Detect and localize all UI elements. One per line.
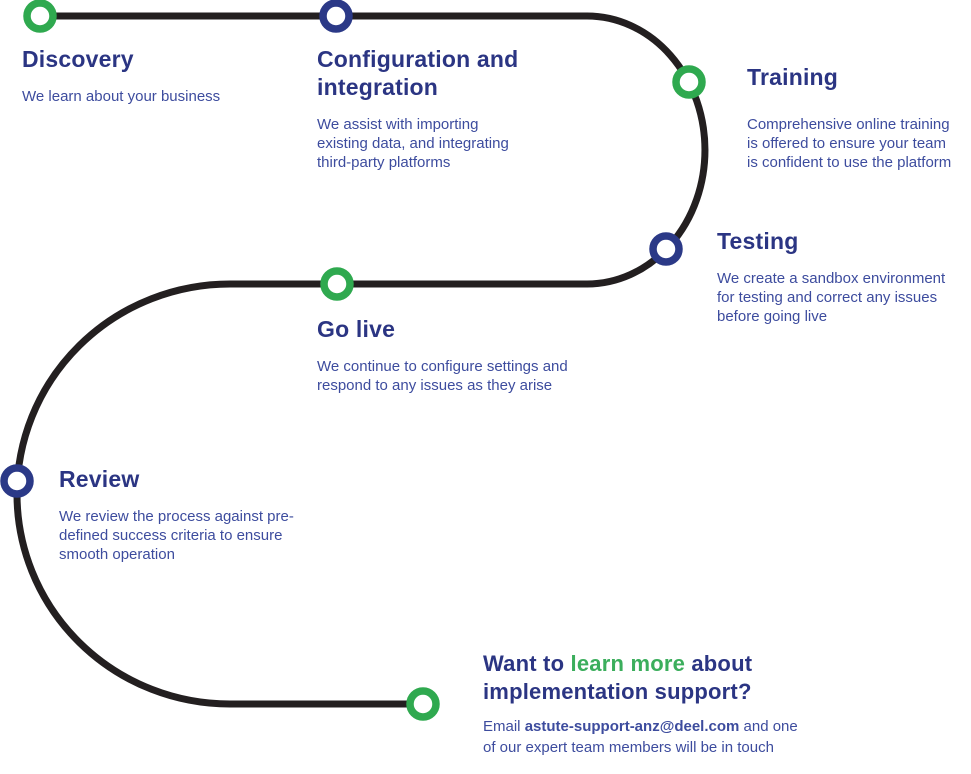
step-testing-title: Testing [717, 228, 799, 254]
step-discovery: Discovery We learn about your business [22, 45, 277, 106]
cta-email: astute-support-anz@deel.com [524, 718, 740, 735]
cta-block: Want to learn more about implementation … [483, 650, 843, 758]
step-configuration: Configuration and integration We assist … [317, 45, 562, 172]
node-discovery-icon [23, 0, 57, 33]
cta-body-post: and one of our expert team members will … [483, 718, 798, 756]
step-discovery-description: We learn about your business [22, 88, 221, 105]
node-configuration-icon [319, 0, 353, 33]
cta-body: Email astute-support-anz@deel.com and on… [483, 716, 843, 758]
step-training-title: Training [747, 64, 839, 90]
cta-body-pre: Email [483, 718, 525, 735]
node-testing-icon [649, 232, 683, 266]
cta-heading-highlight: learn more [570, 651, 686, 676]
step-review: Review We review the process against pre… [59, 465, 329, 564]
node-go-live-icon [320, 267, 354, 301]
step-configuration-title: Configuration and integration [317, 46, 519, 100]
cta-heading-post: about implementation support? [483, 651, 753, 704]
step-testing: Testing We create a sandbox environment … [717, 227, 967, 326]
node-contact-icon [406, 687, 440, 721]
step-discovery-title: Discovery [22, 46, 134, 72]
step-testing-description: We create a sandbox environment for test… [717, 270, 946, 325]
step-configuration-description: We assist with importing existing data, … [317, 116, 509, 171]
step-training-description: Comprehensive online training is offered… [747, 116, 952, 171]
cta-heading: Want to learn more about implementation … [483, 650, 843, 706]
cta-heading-pre: Want to [483, 651, 571, 676]
step-go-live-title: Go live [317, 316, 396, 342]
step-review-title: Review [59, 466, 140, 492]
step-go-live-description: We continue to configure settings and re… [317, 358, 568, 394]
node-review-icon [0, 464, 34, 498]
step-go-live: Go live We continue to configure setting… [317, 315, 607, 395]
step-training: Training Comprehensive online training i… [747, 63, 971, 172]
step-review-description: We review the process against pre- defin… [59, 508, 294, 563]
node-training-icon [672, 65, 706, 99]
